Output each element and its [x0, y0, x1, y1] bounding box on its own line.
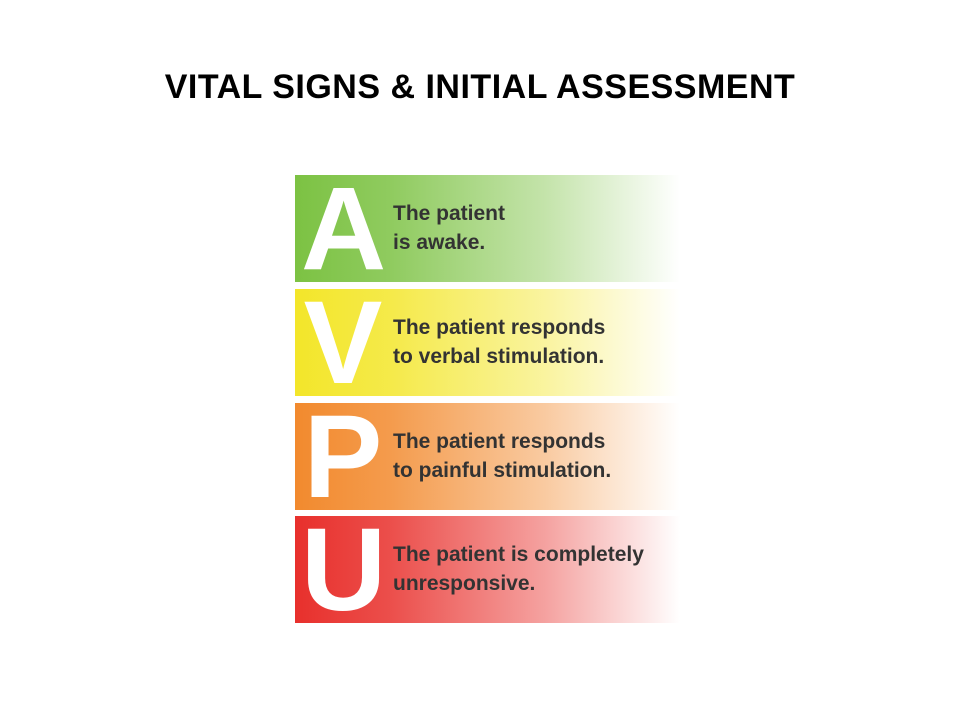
- avpu-letter-u: U: [301, 504, 387, 636]
- avpu-row-alert: A The patient is awake.: [295, 163, 680, 295]
- avpu-letter-v: V: [303, 277, 383, 409]
- avpu-row-verbal: V The patient responds to verbal stimula…: [295, 277, 680, 409]
- avpu-description-alert: The patient is awake.: [393, 202, 506, 254]
- avpu-description-pain: The patient responds to painful stimulat…: [393, 430, 612, 482]
- avpu-scale: A The patient is awake. V The patient re…: [295, 163, 680, 636]
- avpu-letter-p: P: [303, 391, 383, 523]
- avpu-row-pain: P The patient responds to painful stimul…: [295, 391, 680, 523]
- avpu-row-unresponsive: U The patient is completely unresponsive…: [295, 504, 680, 636]
- avpu-letter-a: A: [301, 163, 387, 295]
- avpu-description-verbal: The patient responds to verbal stimulati…: [393, 316, 606, 368]
- slide-title: VITAL SIGNS & INITIAL ASSESSMENT: [164, 68, 796, 106]
- avpu-description-unresponsive: The patient is completely unresponsive.: [393, 543, 644, 595]
